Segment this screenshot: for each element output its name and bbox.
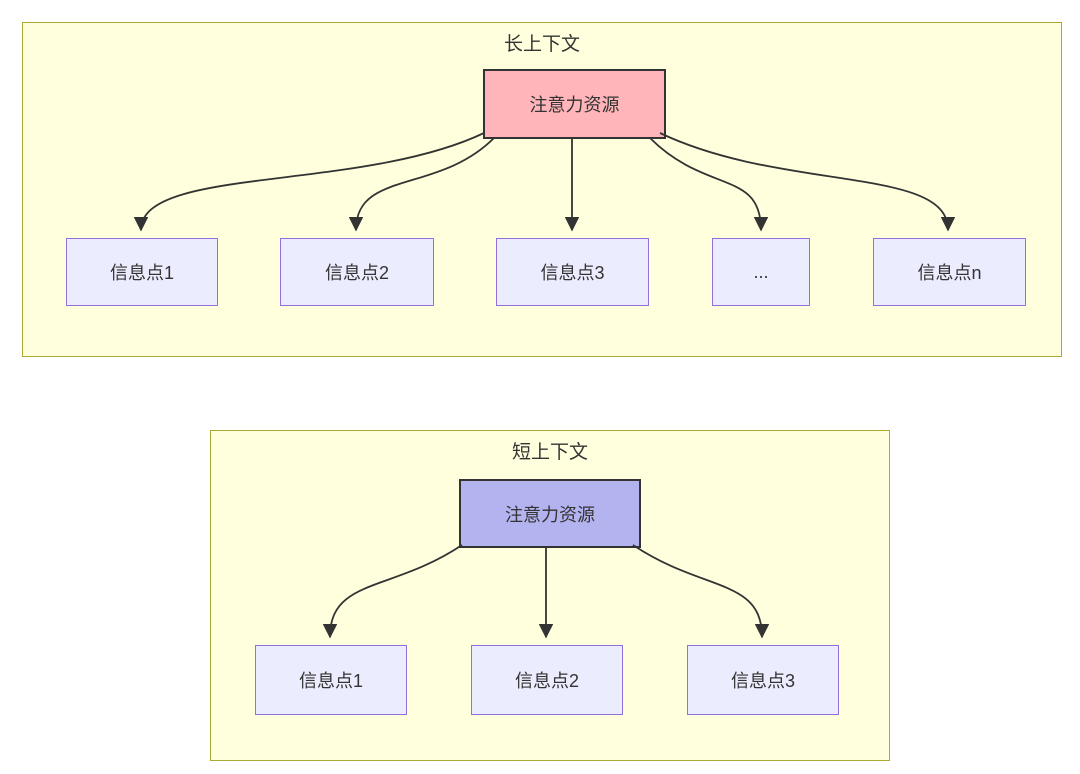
info-node-label: 信息点2: [324, 263, 389, 283]
info-node-short-2: 信息点2: [471, 645, 623, 715]
info-node-long-3: 信息点3: [496, 238, 649, 306]
info-node-long-2: 信息点2: [280, 238, 434, 306]
attention-resource-label-long: 注意力资源: [529, 95, 620, 115]
cluster-long-context: 长上下文 注意力资源 信息点1 信息点2 信息点3 ... 信息点n: [22, 22, 1062, 357]
info-node-label: 信息点n: [917, 263, 982, 283]
info-node-short-3: 信息点3: [687, 645, 839, 715]
info-node-label: 信息点1: [298, 671, 363, 691]
attention-resource-node-long: 注意力资源: [483, 69, 666, 139]
attention-resource-node-short: 注意力资源: [459, 479, 641, 548]
info-node-long-n: 信息点n: [873, 238, 1026, 306]
info-node-label: 信息点3: [730, 671, 795, 691]
cluster-long-title: 长上下文: [503, 34, 580, 55]
attention-resource-label-short: 注意力资源: [505, 504, 595, 525]
info-node-long-ellipsis: ...: [712, 238, 810, 306]
cluster-short-title: 短上下文: [511, 442, 588, 463]
info-node-label: 信息点2: [514, 671, 579, 691]
cluster-short-context: 短上下文 注意力资源 信息点1 信息点2 信息点3: [210, 430, 890, 761]
info-node-short-1: 信息点1: [255, 645, 407, 715]
info-node-label: ...: [753, 261, 769, 282]
info-node-label: 信息点1: [109, 263, 174, 283]
info-node-label: 信息点3: [540, 263, 605, 283]
info-node-long-1: 信息点1: [66, 238, 218, 306]
